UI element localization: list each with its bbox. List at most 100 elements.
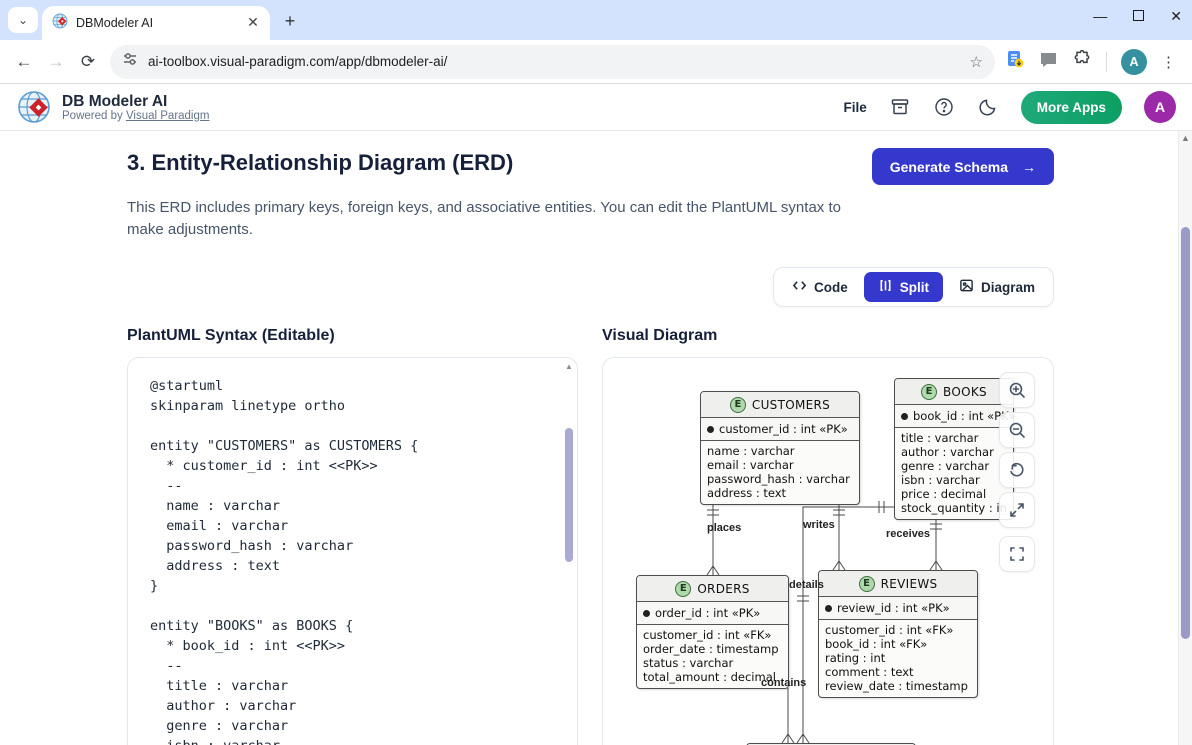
dark-mode-moon-icon[interactable]	[977, 96, 999, 118]
browser-profile-avatar[interactable]: A	[1121, 48, 1147, 75]
site-settings-icon[interactable]	[122, 51, 138, 72]
extensions-puzzle-icon[interactable]	[1072, 49, 1092, 74]
entity-header: E ORDERS	[637, 576, 788, 602]
entity-attribute: status : varchar	[643, 656, 734, 670]
window-close-button[interactable]: ✕	[1170, 8, 1182, 24]
window-maximize-button[interactable]	[1133, 6, 1145, 26]
entity-attribute: isbn : varchar	[901, 473, 980, 487]
entity-attributes: customer_id : int «FK»book_id : int «FK»…	[819, 620, 977, 697]
page-scrollbar[interactable]: ▲	[1178, 131, 1192, 745]
zoom-out-button[interactable]	[999, 412, 1035, 448]
entity-attribute: comment : text	[825, 665, 914, 679]
view-tab-diagram[interactable]: Diagram	[945, 272, 1049, 302]
window-minimize-button[interactable]: —	[1093, 8, 1108, 24]
main-content: 3. Entity-Relationship Diagram (ERD) Gen…	[0, 131, 1054, 745]
browser-menu-icon[interactable]: ⋮	[1161, 53, 1176, 71]
editor-heading: PlantUML Syntax (Editable)	[127, 327, 335, 344]
view-tab-code[interactable]: Code	[778, 272, 862, 302]
entity-attribute: total_amount : decimal	[643, 670, 776, 684]
code-editor-panel: @startuml skinparam linetype ortho entit…	[127, 357, 578, 745]
entity-attribute: rating : int	[825, 651, 886, 665]
tab-title: DBModeler AI	[76, 16, 154, 30]
scroll-up-icon[interactable]: ▲	[565, 362, 573, 371]
toolbar-separator	[1106, 51, 1107, 72]
diagram-toolbar	[999, 372, 1035, 572]
entity-attribute: customer_id : int «FK»	[643, 628, 772, 642]
pk-bullet-icon	[901, 412, 908, 420]
entity-attribute: password_hash : varchar	[707, 472, 850, 486]
entity-attribute: stock_quantity : int	[901, 501, 1007, 515]
page-scroll-up-icon[interactable]: ▲	[1181, 133, 1190, 143]
page-title: 3. Entity-Relationship Diagram (ERD)	[127, 150, 514, 175]
entity-stereotype-icon: E	[858, 575, 875, 592]
entity-orders: E ORDERS order_id : int «PK» customer_id…	[636, 575, 789, 689]
visual-paradigm-link[interactable]: Visual Paradigm	[125, 109, 210, 122]
comment-extension-icon[interactable]	[1039, 50, 1058, 74]
entity-attribute: customer_id : int «FK»	[825, 623, 954, 637]
diagram-heading: Visual Diagram	[602, 327, 718, 344]
entity-reviews: E REVIEWS review_id : int «PK» customer_…	[818, 570, 978, 698]
entity-attribute: review_date : timestamp	[825, 679, 968, 693]
entity-pk-row: customer_id : int «PK»	[701, 418, 859, 441]
generate-schema-button[interactable]: Generate Schema→	[871, 148, 1054, 185]
browser-navbar: ← → ⟳ ai-toolbox.visual-paradigm.com/app…	[0, 40, 1192, 84]
entity-attribute: address : text	[707, 486, 787, 500]
entity-attribute: book_id : int «FK»	[825, 637, 928, 651]
entity-stereotype-icon: E	[675, 580, 692, 597]
relationship-label-writes: writes	[803, 519, 835, 531]
reading-list-extension-icon[interactable]	[1005, 49, 1025, 74]
reload-button[interactable]: ⟳	[72, 46, 104, 78]
tab-search-button[interactable]: ⌄	[8, 7, 38, 33]
app-title: DB Modeler AI	[62, 92, 168, 110]
plantuml-code-editor[interactable]: @startuml skinparam linetype ortho entit…	[150, 378, 419, 745]
expand-button[interactable]	[999, 492, 1035, 528]
diagram-canvas: E CUSTOMERS customer_id : int «PK» name …	[603, 358, 1053, 745]
bookmark-star-icon[interactable]: ☆	[969, 53, 983, 71]
page-scrollbar-thumb[interactable]	[1181, 227, 1190, 639]
file-menu[interactable]: File	[843, 99, 867, 115]
url-bar[interactable]: ai-toolbox.visual-paradigm.com/app/dbmod…	[110, 44, 995, 79]
scroll-down-icon[interactable]: ▼	[563, 743, 575, 745]
back-button[interactable]: ←	[8, 46, 40, 78]
code-icon	[792, 278, 807, 296]
fullscreen-button[interactable]	[999, 536, 1035, 572]
relationship-line-contains	[781, 688, 795, 744]
entity-attribute: genre : varchar	[901, 459, 990, 473]
entity-pk-row: order_id : int «PK»	[637, 602, 788, 625]
relationship-lines	[706, 501, 943, 744]
relationship-label-details: details	[789, 579, 824, 591]
site-favicon	[52, 13, 68, 34]
more-apps-button[interactable]: More Apps	[1020, 90, 1122, 124]
zoom-in-button[interactable]	[999, 372, 1035, 408]
forward-button[interactable]: →	[40, 46, 72, 78]
entity-name: ORDERS	[697, 581, 750, 596]
entity-stereotype-icon: E	[729, 396, 746, 413]
relationship-line-writes	[832, 504, 846, 571]
entity-header: E CUSTOMERS	[701, 392, 859, 418]
entity-name: CUSTOMERS	[751, 397, 831, 412]
reset-view-button[interactable]	[999, 452, 1035, 488]
tab-close-icon[interactable]: ✕	[247, 14, 259, 30]
powered-by: Powered by Visual Paradigm	[62, 109, 210, 122]
relationship-label-contains: contains	[761, 677, 807, 689]
pk-bullet-icon	[707, 425, 714, 433]
help-icon[interactable]	[933, 96, 955, 118]
pk-bullet-icon	[643, 609, 650, 617]
entity-stereotype-icon: E	[921, 383, 938, 400]
url-text[interactable]: ai-toolbox.visual-paradigm.com/app/dbmod…	[148, 54, 448, 69]
new-tab-button[interactable]: +	[276, 7, 304, 35]
entity-attribute: order_date : timestamp	[643, 642, 779, 656]
entity-header: E BOOKS	[895, 379, 1013, 405]
relationship-line-details	[796, 501, 894, 744]
arrow-right-icon: →	[1022, 158, 1036, 175]
editor-scrollbar-thumb[interactable]	[565, 428, 573, 562]
browser-tab[interactable]: DBModeler AI ✕	[42, 6, 270, 40]
editor-scrollbar[interactable]: ▲ ▼	[563, 360, 575, 745]
view-tab-split[interactable]: Split	[863, 272, 943, 302]
archive-icon[interactable]	[889, 96, 911, 118]
entity-attribute: email : varchar	[707, 458, 794, 472]
user-avatar[interactable]: A	[1144, 91, 1176, 123]
entity-books: E BOOKS book_id : int «PK» title : varch…	[894, 378, 1016, 520]
